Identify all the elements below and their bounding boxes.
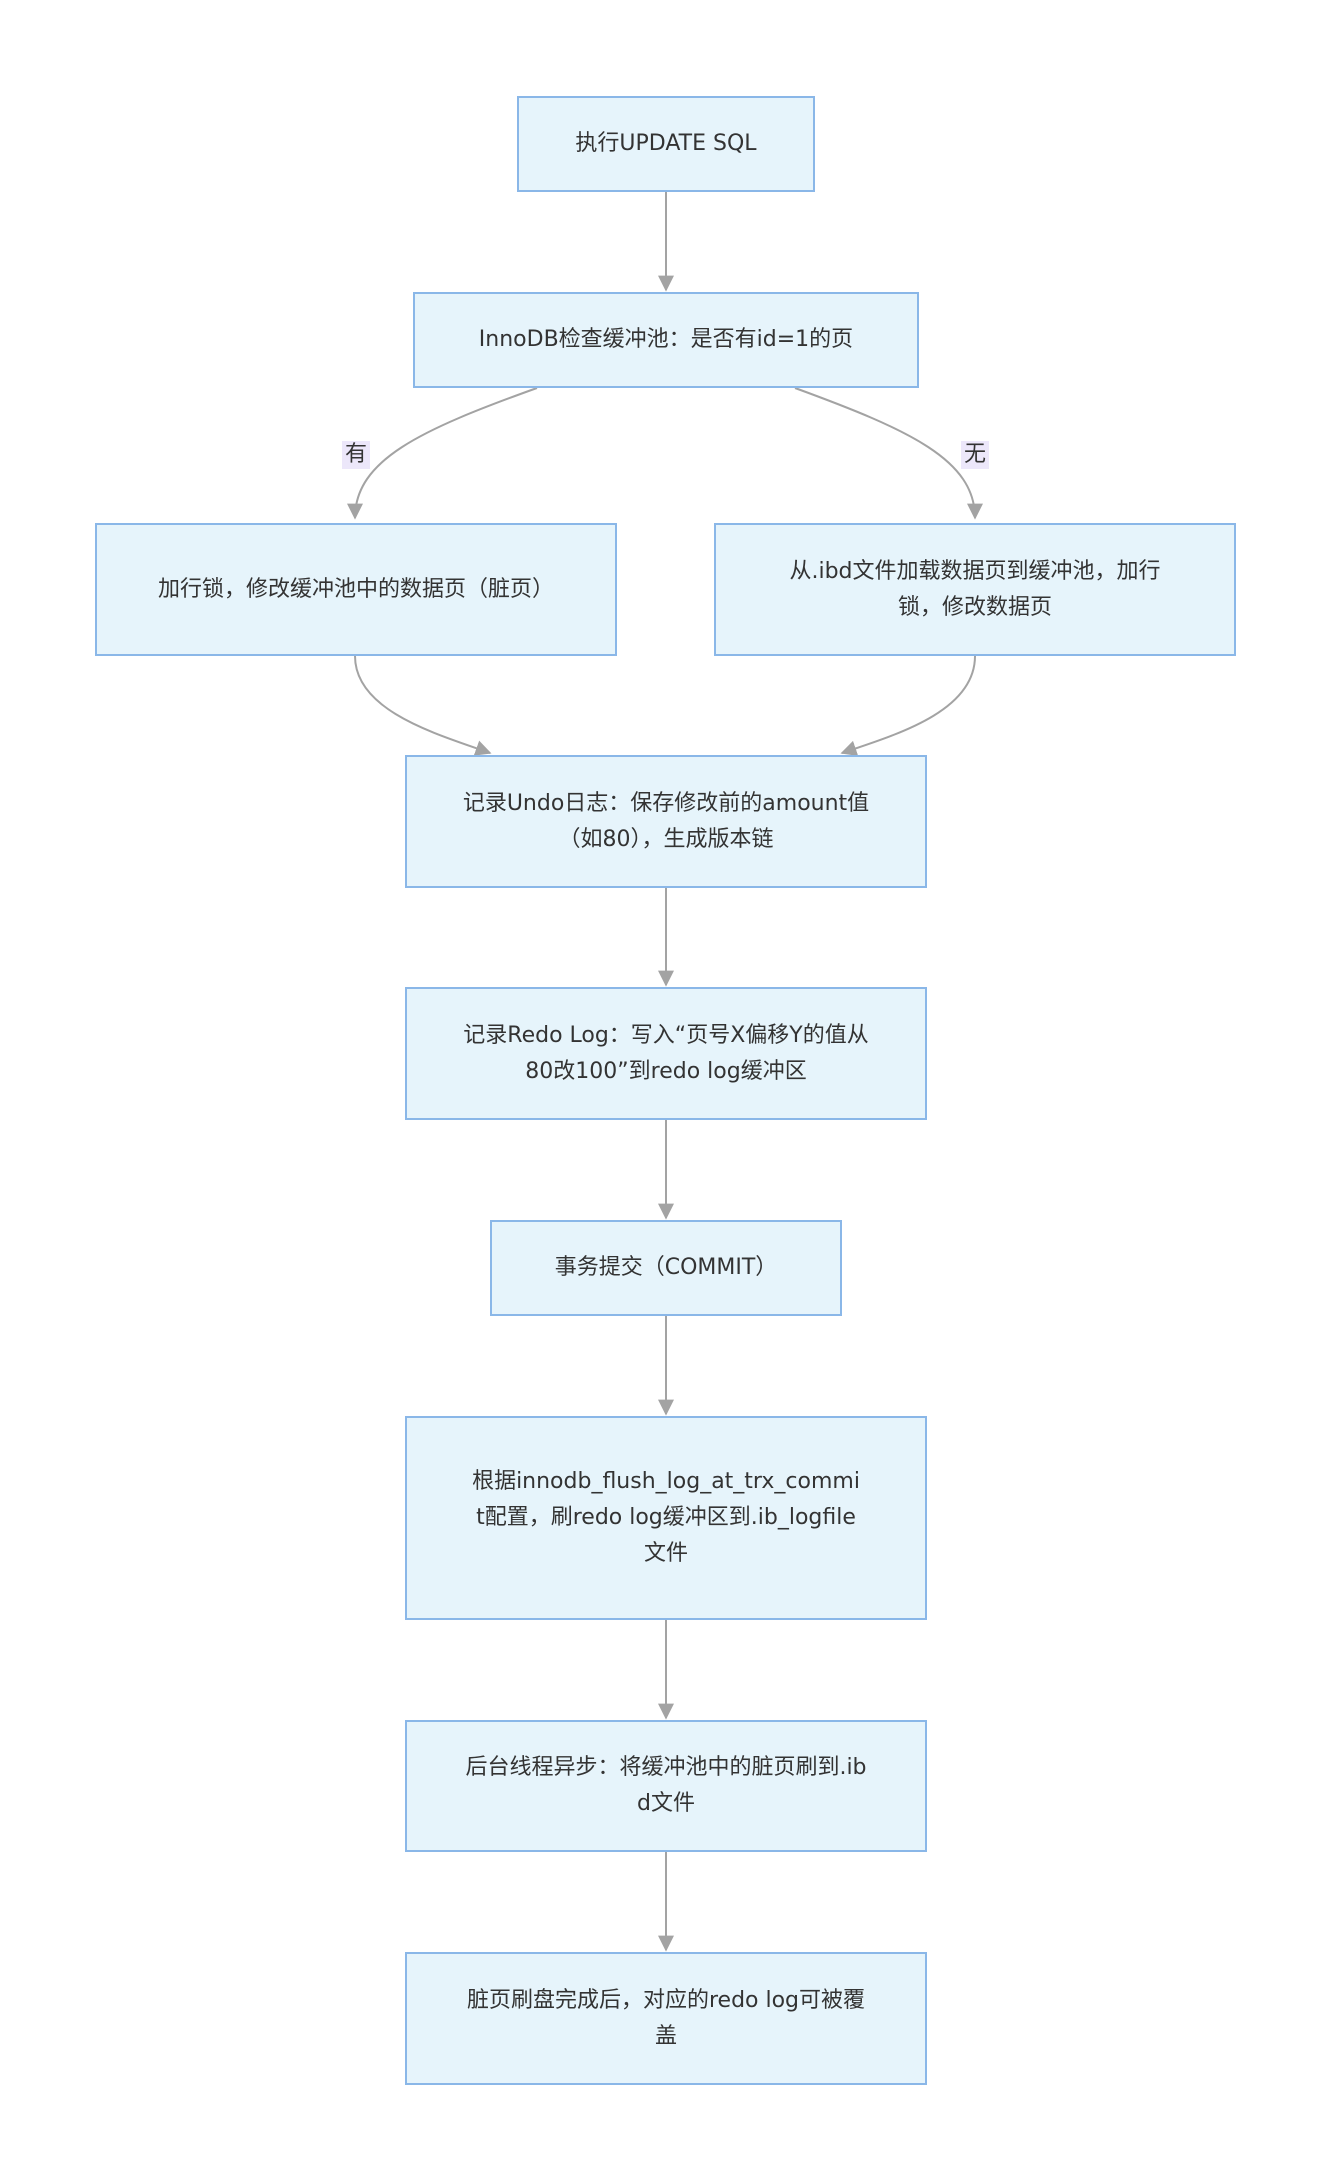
node-check-buffer-pool-text: InnoDB检查缓冲池：是否有id=1的页 <box>478 327 854 352</box>
node-commit-text: 事务提交（COMMIT） <box>554 1255 778 1280</box>
node-background-flush-text: 后台线程异步：将缓冲池中的脏页刷到.ibd文件 <box>465 1755 867 1816</box>
node-redo-overwritable: 脏页刷盘完成后，对应的redo log可被覆盖 <box>405 1952 927 2085</box>
node-lock-modify-dirty-page-text: 加行锁，修改缓冲池中的数据页（脏页） <box>157 576 554 602</box>
edge-label-yes: 有 <box>342 441 371 469</box>
node-write-redo-log: 记录Redo Log：写入“页号X偏移Y的值从80改100”到redo log缓… <box>405 987 927 1120</box>
node-lock-modify-dirty-page: 加行锁，修改缓冲池中的数据页（脏页） <box>95 523 617 656</box>
node-redo-overwritable-text: 脏页刷盘完成后，对应的redo log可被覆盖 <box>466 1987 866 2049</box>
node-write-redo-log-text: 记录Redo Log：写入“页号X偏移Y的值从80改100”到redo log缓… <box>463 1022 869 1084</box>
node-commit: 事务提交（COMMIT） <box>490 1220 842 1316</box>
edge-check-to-hit <box>347 387 538 520</box>
node-flush-redo-log-text: 根据innodb_flush_log_at_trx_commit配置，刷redo… <box>472 1469 860 1566</box>
node-load-from-ibd-text: 从.ibd文件加载数据页到缓冲池，加行锁，修改数据页 <box>789 558 1161 620</box>
node-execute-update-text: 执行UPDATE SQL <box>575 131 757 156</box>
node-flush-redo-log: 根据innodb_flush_log_at_trx_commit配置，刷redo… <box>405 1416 927 1620</box>
node-check-buffer-pool: InnoDB检查缓冲池：是否有id=1的页 <box>413 292 919 388</box>
node-write-undo-log-text: 记录Undo日志：保存修改前的amount值（如80），生成版本链 <box>462 790 870 852</box>
edge-miss-to-undo <box>840 655 976 756</box>
node-load-from-ibd: 从.ibd文件加载数据页到缓冲池，加行锁，修改数据页 <box>714 523 1236 656</box>
node-execute-update: 执行UPDATE SQL <box>517 96 815 192</box>
edge-hit-to-undo <box>354 655 492 756</box>
edge-check-to-miss <box>794 387 983 520</box>
edge-label-no: 无 <box>961 441 990 469</box>
node-write-undo-log: 记录Undo日志：保存修改前的amount值（如80），生成版本链 <box>405 755 927 888</box>
node-background-flush: 后台线程异步：将缓冲池中的脏页刷到.ibd文件 <box>405 1720 927 1852</box>
